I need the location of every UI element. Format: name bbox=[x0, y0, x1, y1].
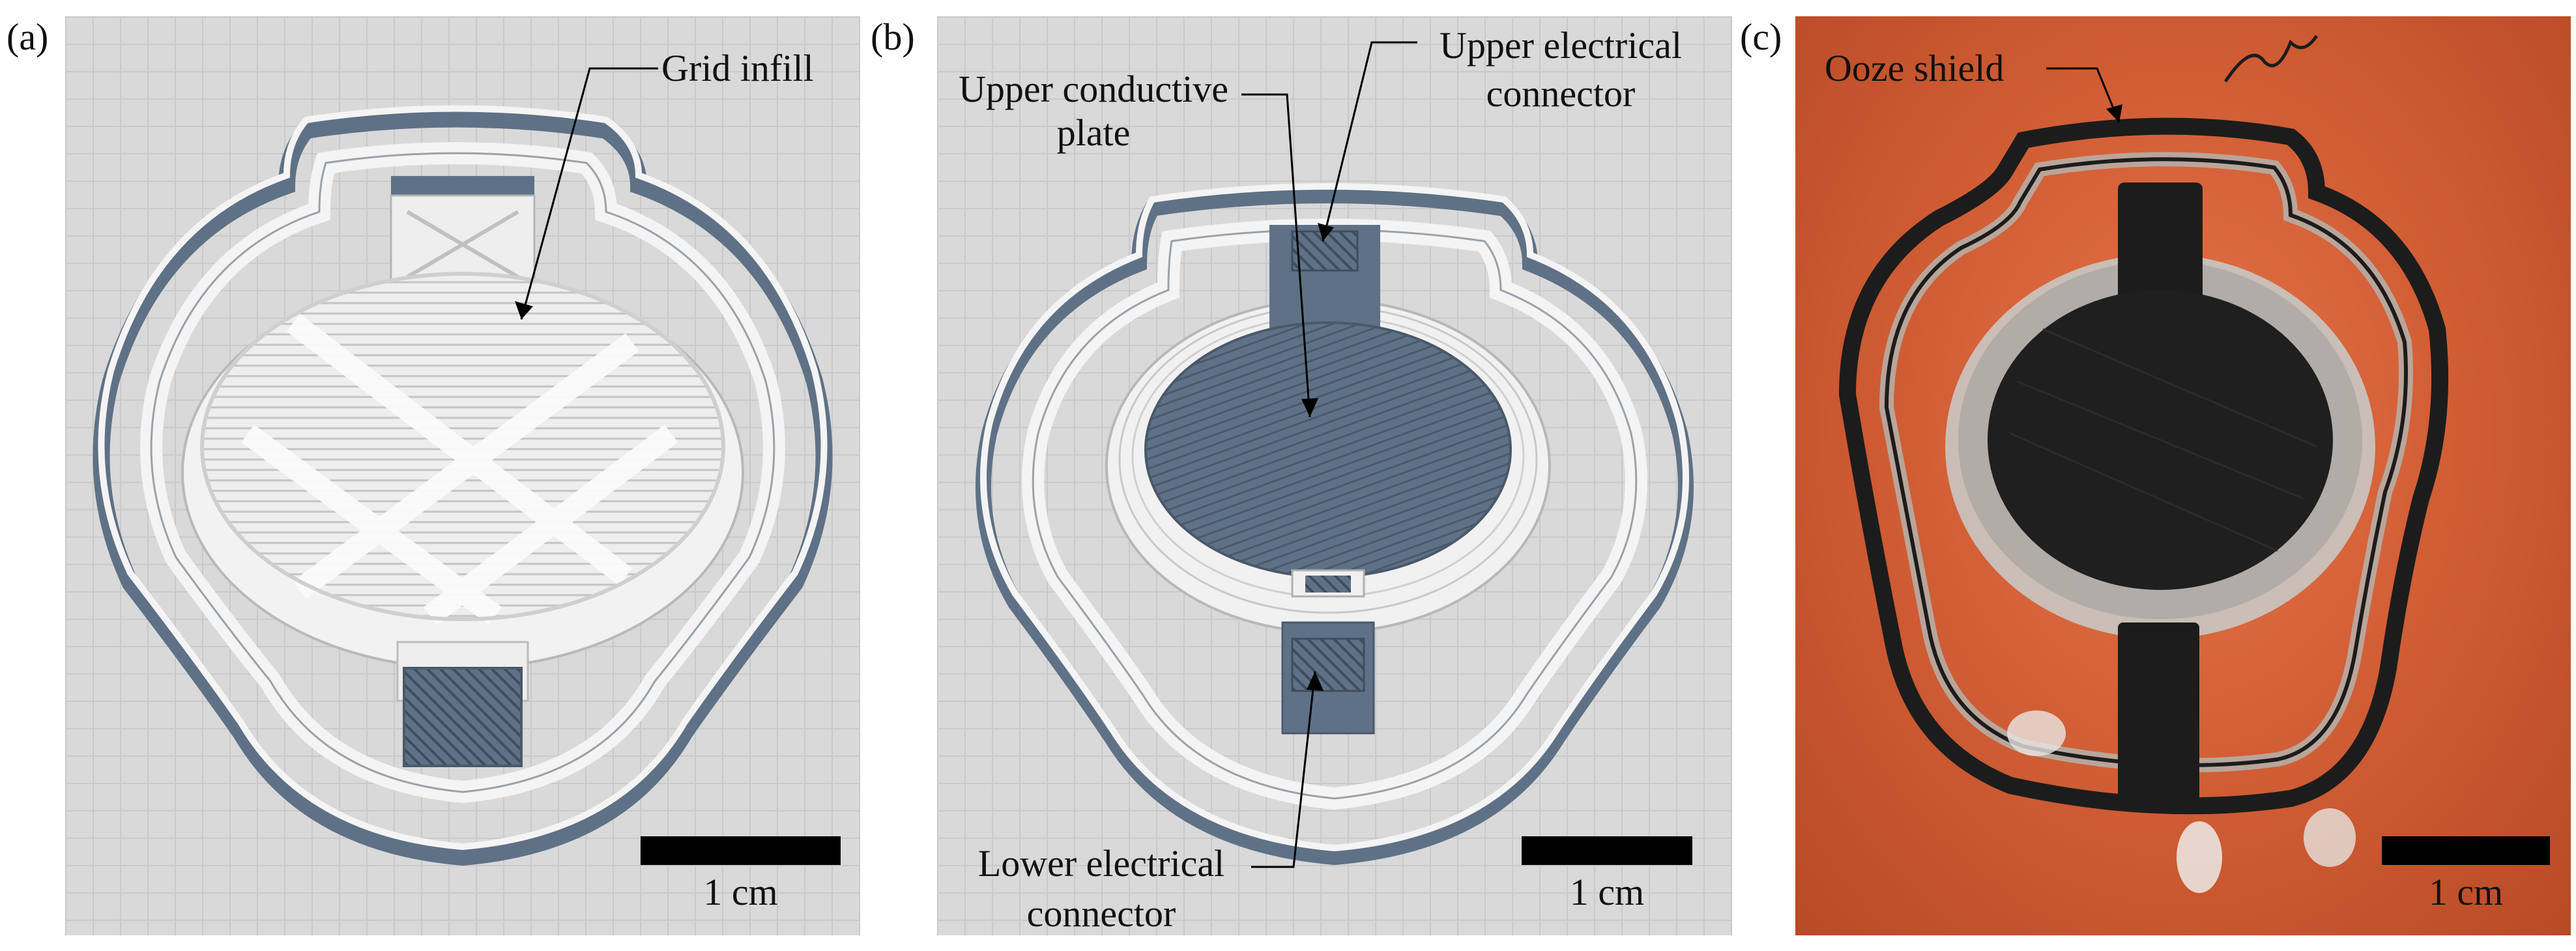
panel-a-render bbox=[65, 16, 860, 935]
upper-connector-pad bbox=[1291, 230, 1359, 272]
sensor-model-b bbox=[976, 183, 1694, 866]
lower-connector-black bbox=[2118, 622, 2199, 805]
scale-bar-a bbox=[641, 836, 841, 865]
panel-a-letter: (a) bbox=[7, 16, 49, 58]
ooze-shield-outer bbox=[1838, 117, 2449, 815]
sensor-model-a bbox=[93, 105, 833, 866]
panel-b-letter: (b) bbox=[871, 16, 915, 58]
label-upper-connector-line1: Upper electrical bbox=[1440, 24, 1682, 66]
scale-bar-b bbox=[1522, 836, 1692, 865]
scale-bar-c bbox=[2382, 836, 2550, 865]
scale-label-a: 1 cm bbox=[703, 871, 778, 913]
panel-b-render bbox=[937, 16, 1732, 935]
label-upper-connector-line2: connector bbox=[1486, 72, 1636, 115]
label-upper-plate-line2: plate bbox=[1056, 111, 1131, 154]
scale-label-b: 1 cm bbox=[1569, 871, 1645, 913]
label-lower-connector-line1: Lower electrical bbox=[977, 842, 1225, 885]
scale-label-c: 1 cm bbox=[2428, 871, 2504, 913]
bottom-connector-a bbox=[403, 667, 523, 767]
printed-sensor-photo bbox=[1838, 35, 2449, 893]
label-upper-plate-line1: Upper conductive bbox=[959, 68, 1228, 110]
label-lower-connector-line2: connector bbox=[1026, 892, 1176, 935]
label-grid-infill: Grid infill bbox=[661, 47, 814, 89]
label-ooze-shield: Ooze shield bbox=[1825, 47, 2004, 89]
panel-c-photo bbox=[1795, 16, 2571, 935]
upper-conductive-plate bbox=[1144, 321, 1512, 578]
panel-c-letter: (c) bbox=[1740, 16, 1782, 58]
